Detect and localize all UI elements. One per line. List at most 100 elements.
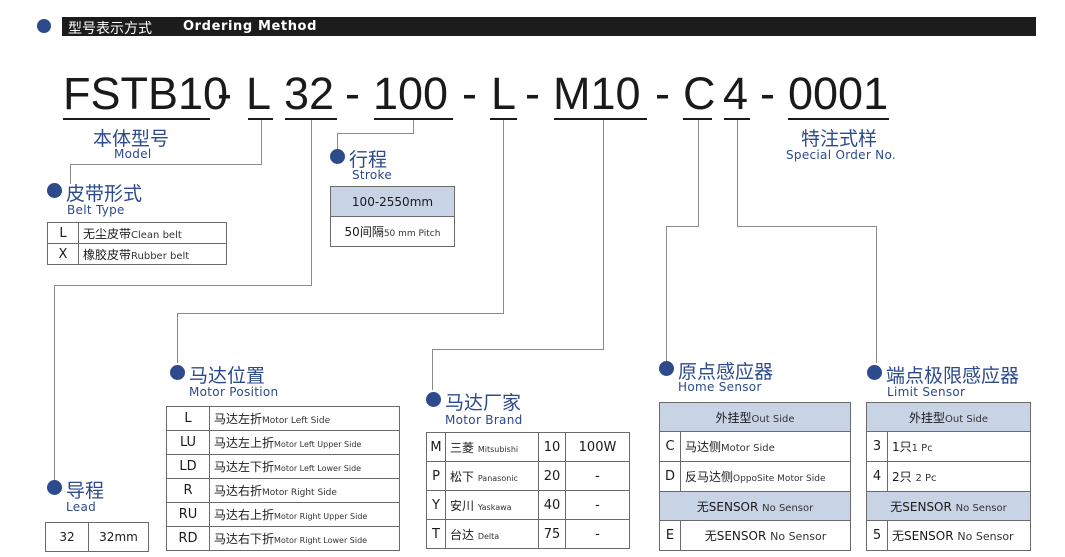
brand-desc: 安川 Yaskawa bbox=[445, 490, 539, 520]
limit-desc: 无SENSOR No Sensor bbox=[887, 520, 1031, 551]
code-belt: L bbox=[246, 68, 272, 119]
home-desc: 无SENSOR No Sensor bbox=[680, 520, 851, 551]
connector bbox=[337, 133, 414, 134]
code-sep-7: - bbox=[760, 68, 775, 119]
home-nosensor-en: No Sensor bbox=[762, 502, 814, 514]
motorpos-desc: 马达右折Motor Right Side bbox=[209, 478, 400, 503]
belt-row-en: Clean belt bbox=[131, 229, 182, 241]
motorpos-code: L bbox=[166, 406, 210, 431]
underline-stroke bbox=[374, 118, 453, 120]
motorpos-cn: 马达右下折 bbox=[214, 532, 275, 546]
motorpos-desc: 马达左折Motor Left Side bbox=[209, 406, 400, 431]
motorpos-desc: 马达左上折Motor Left Upper Side bbox=[209, 430, 400, 455]
motorpos-code: R bbox=[166, 478, 210, 503]
brand-en: Yaskawa bbox=[477, 502, 512, 512]
brand-code: M bbox=[426, 432, 446, 462]
stroke-pitch: 50间隔50 mm Pitch bbox=[330, 216, 455, 247]
limit-desc: 2只 2 Pc bbox=[887, 461, 1031, 492]
brand-desc: 三菱 Mitsubishi bbox=[445, 432, 539, 462]
brand-code: Y bbox=[426, 490, 446, 520]
lead-row-code: 32 bbox=[45, 522, 89, 552]
home-cn: 马达侧 bbox=[685, 440, 722, 454]
header-bullet bbox=[37, 19, 51, 33]
home-cn: 反马达侧 bbox=[685, 470, 734, 484]
stroke-pitch-cn: 50间隔 bbox=[344, 225, 384, 239]
underline-belt bbox=[248, 118, 273, 120]
motorpos-desc: 马达右下折Motor Right Lower Side bbox=[209, 526, 400, 551]
lead-label-en: Lead bbox=[66, 500, 97, 514]
brand-cn: 安川 bbox=[450, 498, 475, 513]
stroke-bullet bbox=[330, 149, 345, 164]
header-title-en: Ordering Method bbox=[183, 19, 317, 34]
home-nosensor-header: 无SENSOR No Sensor bbox=[659, 491, 851, 521]
brand-code: T bbox=[426, 519, 446, 549]
underline-home bbox=[683, 118, 712, 120]
code-sep-5: - bbox=[525, 68, 540, 119]
limit-label-cn: 端点极限感应器 bbox=[886, 365, 1020, 387]
underline-special bbox=[788, 118, 889, 120]
lead-label-cn: 导程 bbox=[66, 480, 105, 502]
motorpos-desc: 马达左下折Motor Left Lower Side bbox=[209, 454, 400, 479]
stroke-range: 100-2550mm bbox=[330, 186, 455, 217]
motorpos-cn: 马达右折 bbox=[214, 484, 263, 498]
limit-label-en: Limit Sensor bbox=[887, 385, 966, 399]
brand-cn: 台达 bbox=[450, 527, 475, 542]
belt-row-cn: 橡胶皮带 bbox=[83, 247, 132, 262]
connector bbox=[666, 226, 699, 227]
underline-lead bbox=[285, 118, 337, 120]
motorpos-en: Motor Right Lower Side bbox=[274, 536, 368, 545]
home-label-en: Home Sensor bbox=[678, 380, 762, 394]
limit-desc: 1只1 Pc bbox=[887, 431, 1031, 462]
motorpos-code: RD bbox=[166, 526, 210, 551]
connector bbox=[737, 226, 877, 227]
underline-limit bbox=[724, 118, 750, 120]
code-limit: 4 bbox=[723, 68, 749, 119]
underline-brand bbox=[554, 118, 647, 120]
home-code: C bbox=[659, 431, 681, 462]
connector bbox=[261, 120, 262, 165]
lead-row-value: 32mm bbox=[88, 522, 149, 552]
belt-row-desc: 无尘皮带Clean belt bbox=[78, 222, 227, 244]
code-sep-1: - bbox=[217, 68, 232, 119]
brand-cn: 三菱 bbox=[450, 440, 475, 455]
connector bbox=[603, 120, 604, 350]
motorpos-cn: 马达左折 bbox=[214, 412, 263, 426]
limit-five-cn: 无SENSOR bbox=[892, 529, 954, 543]
connector bbox=[177, 313, 504, 314]
home-desc: 反马达侧OppoSite Motor Side bbox=[680, 461, 851, 492]
limit-five-en: No Sensor bbox=[957, 530, 1014, 543]
header-bar: 型号表示方式 Ordering Method bbox=[62, 17, 1036, 37]
motorpos-label-en: Motor Position bbox=[189, 385, 279, 399]
code-sep-3: - bbox=[345, 68, 360, 119]
belt-row-cn: 无尘皮带 bbox=[83, 226, 132, 241]
underline-motorpos bbox=[490, 118, 517, 120]
motorpos-code: RU bbox=[166, 502, 210, 527]
connector bbox=[337, 133, 338, 149]
limit-nosensor-en: No Sensor bbox=[955, 502, 1007, 514]
brand-power: - bbox=[565, 519, 630, 549]
motorpos-desc: 马达右上折Motor Right Upper Side bbox=[209, 502, 400, 527]
connector bbox=[177, 313, 178, 363]
brand-num: 75 bbox=[538, 519, 566, 549]
underline-model bbox=[63, 118, 210, 120]
limit-code: 5 bbox=[866, 520, 888, 551]
code-stroke: 100 bbox=[373, 68, 449, 119]
brand-num: 10 bbox=[538, 432, 566, 462]
limit-nosensor-header: 无SENSOR No Sensor bbox=[866, 491, 1031, 521]
home-code: E bbox=[659, 520, 681, 551]
stroke-label-en: Stroke bbox=[352, 168, 393, 182]
connector bbox=[70, 164, 262, 165]
connector bbox=[54, 285, 55, 480]
limit-code: 3 bbox=[866, 431, 888, 462]
stroke-pitch-en: 50 mm Pitch bbox=[383, 229, 441, 239]
motorpos-bullet bbox=[170, 365, 185, 380]
belt-label-cn: 皮带形式 bbox=[66, 183, 143, 205]
brand-en: Mitsubishi bbox=[477, 444, 519, 454]
brand-label-cn: 马达厂家 bbox=[445, 392, 522, 414]
model-label-en: Model bbox=[114, 147, 152, 161]
home-header: 外挂型Out Side bbox=[659, 402, 851, 432]
connector bbox=[432, 349, 433, 390]
brand-code: P bbox=[426, 461, 446, 491]
